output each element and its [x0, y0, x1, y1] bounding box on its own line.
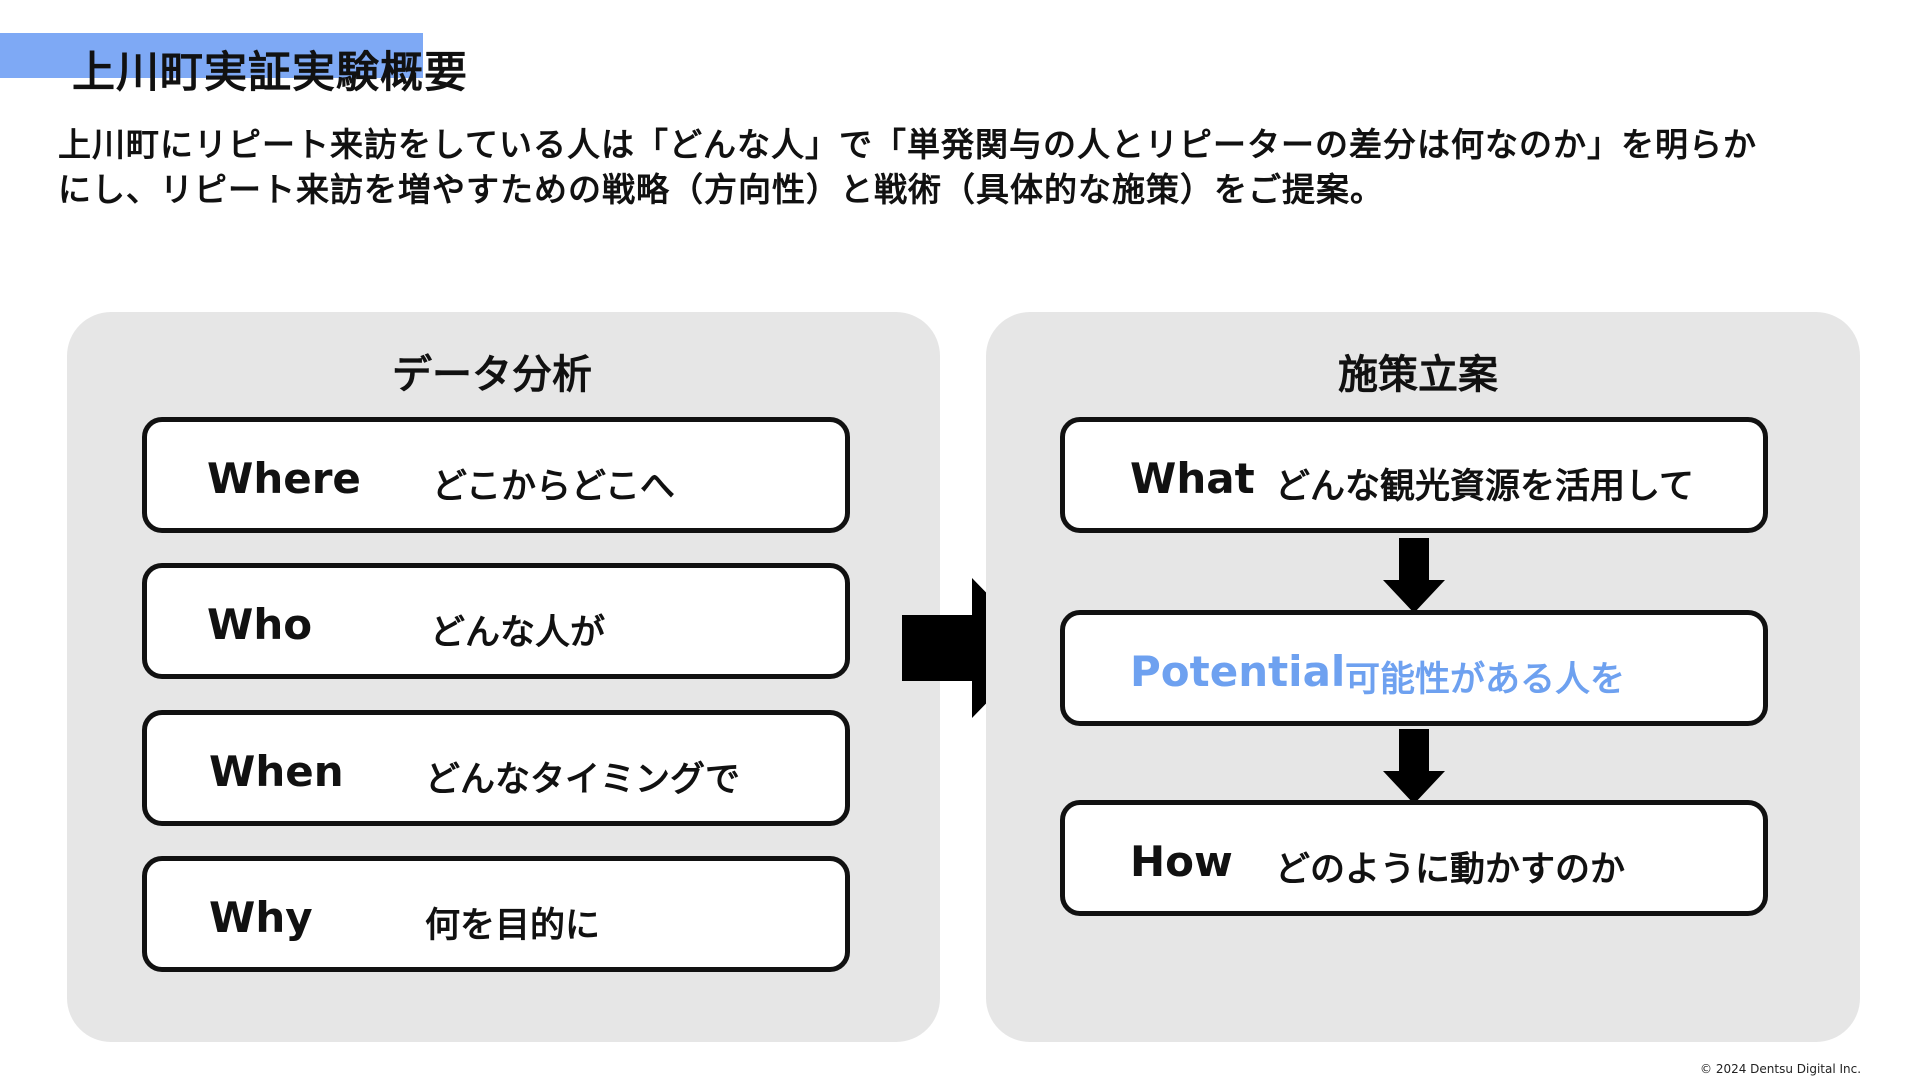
- card-desc: どのように動かすのか: [1275, 850, 1626, 890]
- card-desc: どんな観光資源を活用して: [1275, 467, 1694, 507]
- card-term: What: [1130, 454, 1255, 503]
- copyright-footer: © 2024 Dentsu Digital Inc.: [1700, 1062, 1862, 1076]
- card-desc: どこからどこへ: [432, 467, 675, 507]
- card-when: When どんなタイミングで: [142, 710, 850, 826]
- card-desc: 何を目的に: [425, 906, 601, 946]
- card-why: Why 何を目的に: [142, 856, 850, 972]
- card-where: Where どこからどこへ: [142, 417, 850, 533]
- card-term: Who: [207, 600, 313, 649]
- card-desc: どんな人が: [430, 613, 606, 653]
- data-analysis-title: データ分析: [392, 352, 592, 398]
- title-accent-bar: [0, 33, 423, 78]
- page-title: 上川町実証実験概要: [72, 48, 468, 98]
- lead-line-2: にし、リピート来訪を増やすための戦略（方向性）と戦術（具体的な施策）をご提案。: [58, 170, 1384, 209]
- card-potential: Potential 可能性がある人を: [1060, 610, 1768, 726]
- card-how: How どのように動かすのか: [1060, 800, 1768, 916]
- card-term: Potential: [1130, 647, 1346, 696]
- down-arrow-icon: [1383, 729, 1445, 804]
- card-what: What どんな観光資源を活用して: [1060, 417, 1768, 533]
- card-who: Who どんな人が: [142, 563, 850, 679]
- card-desc: どんなタイミングで: [425, 760, 741, 800]
- card-term: How: [1130, 837, 1233, 886]
- planning-title: 施策立案: [1338, 352, 1498, 398]
- card-desc: 可能性がある人を: [1345, 660, 1626, 700]
- down-arrow-icon: [1383, 538, 1445, 613]
- lead-paragraph: 上川町にリピート来訪をしている人は「どんな人」で「単発関与の人とリピーターの差分…: [58, 122, 1888, 212]
- card-term: When: [209, 747, 344, 796]
- card-term: Where: [207, 454, 361, 503]
- lead-line-1: 上川町にリピート来訪をしている人は「どんな人」で「単発関与の人とリピーターの差分…: [58, 125, 1758, 164]
- card-term: Why: [209, 893, 313, 942]
